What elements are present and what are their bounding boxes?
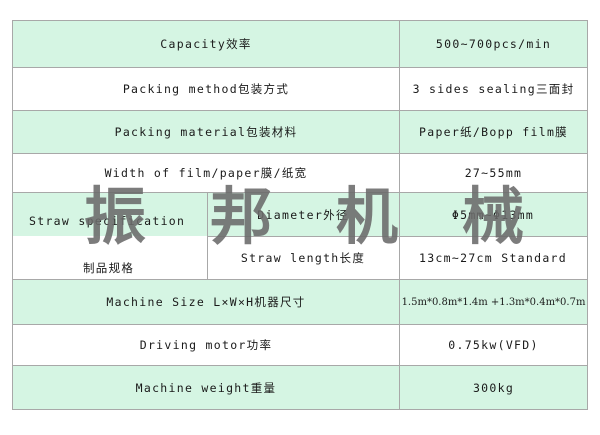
straw-length-label: Straw length长度 — [240, 251, 366, 265]
spec-value: 1.5m*0.8m*1.4m +1.3m*0.4m*0.7m — [399, 280, 587, 324]
spec-row-machine-weight: Machine weight重量 300kg — [13, 366, 587, 409]
diameter-label: Diameter外径 — [257, 207, 349, 222]
spec-row-machine-size: Machine Size L×W×H机器尺寸 1.5m*0.8m*1.4m +1… — [13, 280, 587, 324]
spec-label: Driving motor功率 — [139, 338, 273, 352]
straw-length-value: 13cm~27cm Standard — [418, 251, 568, 265]
spec-label: Machine weight重量 — [135, 380, 277, 395]
row-divider — [13, 67, 587, 68]
straw-block-shade — [13, 193, 587, 236]
row-divider — [13, 365, 587, 366]
spec-label: Width of film/paper膜/纸宽 — [104, 166, 308, 180]
row-divider — [13, 324, 587, 325]
spec-row-packing-method: Packing method包装方式 3 sides sealing三面封 — [13, 68, 587, 110]
spec-label: Capacity效率 — [160, 37, 252, 51]
row-divider — [13, 279, 587, 280]
spec-row-film-width: Width of film/paper膜/纸宽 27~55mm — [13, 154, 587, 192]
spec-label: Packing material包装材料 — [114, 125, 298, 139]
spec-value: 27~55mm — [399, 154, 587, 192]
spec-value: 0.75kw(VFD) — [399, 325, 587, 365]
column-divider — [207, 193, 208, 279]
spec-value: 300kg — [399, 366, 587, 409]
spec-row-capacity: Capacity效率 500~700pcs/min — [13, 21, 587, 67]
spec-table: Capacity效率 500~700pcs/min Packing method… — [12, 20, 588, 410]
row-divider — [13, 110, 587, 111]
spec-row-driving-motor: Driving motor功率 0.75kw(VFD) — [13, 325, 587, 365]
spec-value: 3 sides sealing三面封 — [399, 68, 587, 110]
straw-spec-label-cn: 制品规格 — [83, 261, 135, 275]
diameter-value: Φ5mm~Φ13mm — [451, 207, 535, 222]
spec-row-packing-material: Packing material包装材料 Paper纸/Bopp film膜 — [13, 111, 587, 153]
row-divider — [13, 153, 587, 154]
spec-label: Packing method包装方式 — [122, 82, 290, 96]
straw-spec-label: Straw specification — [29, 214, 186, 228]
row-divider — [13, 192, 587, 193]
row-divider — [207, 236, 587, 237]
spec-label: Machine Size L×W×H机器尺寸 — [106, 295, 306, 309]
spec-value: 500~700pcs/min — [399, 21, 587, 67]
spec-value: Paper纸/Bopp film膜 — [399, 111, 587, 153]
column-divider — [399, 193, 400, 279]
